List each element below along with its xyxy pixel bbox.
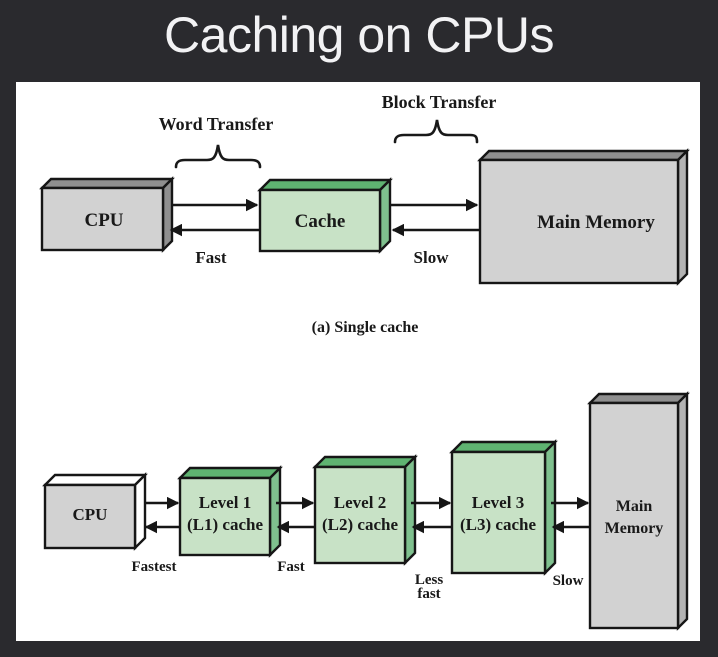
l1-label-line2: (L1) cache: [187, 515, 263, 534]
cpu-box-b: CPU: [42, 472, 148, 551]
less-fast-label-line1: Less: [415, 572, 444, 588]
cpu-box-a: CPU: [39, 176, 175, 253]
main-memory-a-side-face: [676, 148, 689, 286]
main-memory-a-front-face: [478, 158, 680, 285]
fastest-label: Fastest: [132, 559, 177, 575]
less-fast-label-line2: fast: [417, 586, 440, 602]
main-memory-a-label: Main Memory: [537, 212, 655, 233]
main-memory-a-top-face: [477, 149, 690, 162]
l1-cache-box: Level 1 (L1) cache: [177, 465, 283, 558]
l3-front-face: [450, 450, 547, 575]
l2-label-line2: (L2) cache: [322, 515, 398, 534]
main-memory-box-b: Main Memory: [587, 391, 690, 631]
l3-top-face: [449, 440, 558, 454]
block-transfer-brace-icon: [393, 119, 479, 144]
l1-front-face: [178, 476, 272, 557]
l3-cache-box: Level 3 (L3) cache: [449, 439, 558, 576]
l3-label-line1: Level 3: [472, 493, 524, 512]
slow-label-a: Slow: [414, 248, 450, 267]
l2-side-face: [403, 454, 417, 566]
main-memory-b-top-face: [587, 392, 690, 405]
cache-box-label: Cache: [295, 211, 346, 232]
l3-label-line2: (L3) cache: [460, 515, 536, 534]
diagram-panel: Word Transfer Block Transfer CPU Cache: [16, 82, 700, 641]
l2-top-face: [312, 455, 418, 469]
cpu-box-b-side-face: [133, 472, 147, 551]
word-transfer-brace-icon: [174, 144, 262, 169]
l1-label-line1: Level 1: [199, 493, 251, 512]
word-transfer-label: Word Transfer: [159, 114, 274, 134]
fast-label-b: Fast: [277, 559, 305, 575]
l2-cache-box: Level 2 (L2) cache: [312, 454, 418, 566]
multi-level-cache-diagram: CPU Level 1 (L1) cache Level 2 (L2) cach…: [42, 391, 690, 631]
cpu-box-b-label: CPU: [73, 505, 108, 524]
cache-box-top-face: [257, 178, 393, 192]
main-memory-b-front-face: [588, 401, 680, 630]
main-memory-b-label-line2: Memory: [605, 520, 664, 537]
single-cache-caption: (a) Single cache: [312, 319, 419, 336]
cache-box-side-face: [378, 177, 392, 254]
slow-label-b: Slow: [553, 573, 584, 589]
cache-box-front-face: [258, 188, 382, 253]
cpu-box-a-top-face: [39, 177, 175, 190]
l3-side-face: [543, 439, 557, 576]
l2-label-line1: Level 2: [334, 493, 386, 512]
l1-side-face: [268, 465, 282, 558]
cpu-box-b-front-face: [43, 483, 137, 550]
main-memory-box-a: Main Memory: [477, 148, 690, 286]
cpu-box-a-front-face: [40, 186, 165, 252]
l1-top-face: [177, 466, 283, 480]
single-cache-diagram: Word Transfer Block Transfer CPU Cache: [39, 92, 690, 336]
cpu-box-a-label: CPU: [84, 210, 123, 231]
fast-label-a: Fast: [195, 248, 227, 267]
block-transfer-label: Block Transfer: [382, 92, 497, 112]
cache-diagram-svg: Word Transfer Block Transfer CPU Cache: [39, 92, 690, 631]
cpu-box-b-top-face: [42, 473, 148, 487]
main-memory-b-label-line1: Main: [616, 498, 653, 515]
page-title: Caching on CPUs: [164, 7, 554, 63]
cache-box: Cache: [257, 177, 393, 254]
cpu-box-a-side-face: [161, 176, 174, 253]
main-memory-b-side-face: [676, 391, 689, 631]
l2-front-face: [313, 465, 407, 565]
